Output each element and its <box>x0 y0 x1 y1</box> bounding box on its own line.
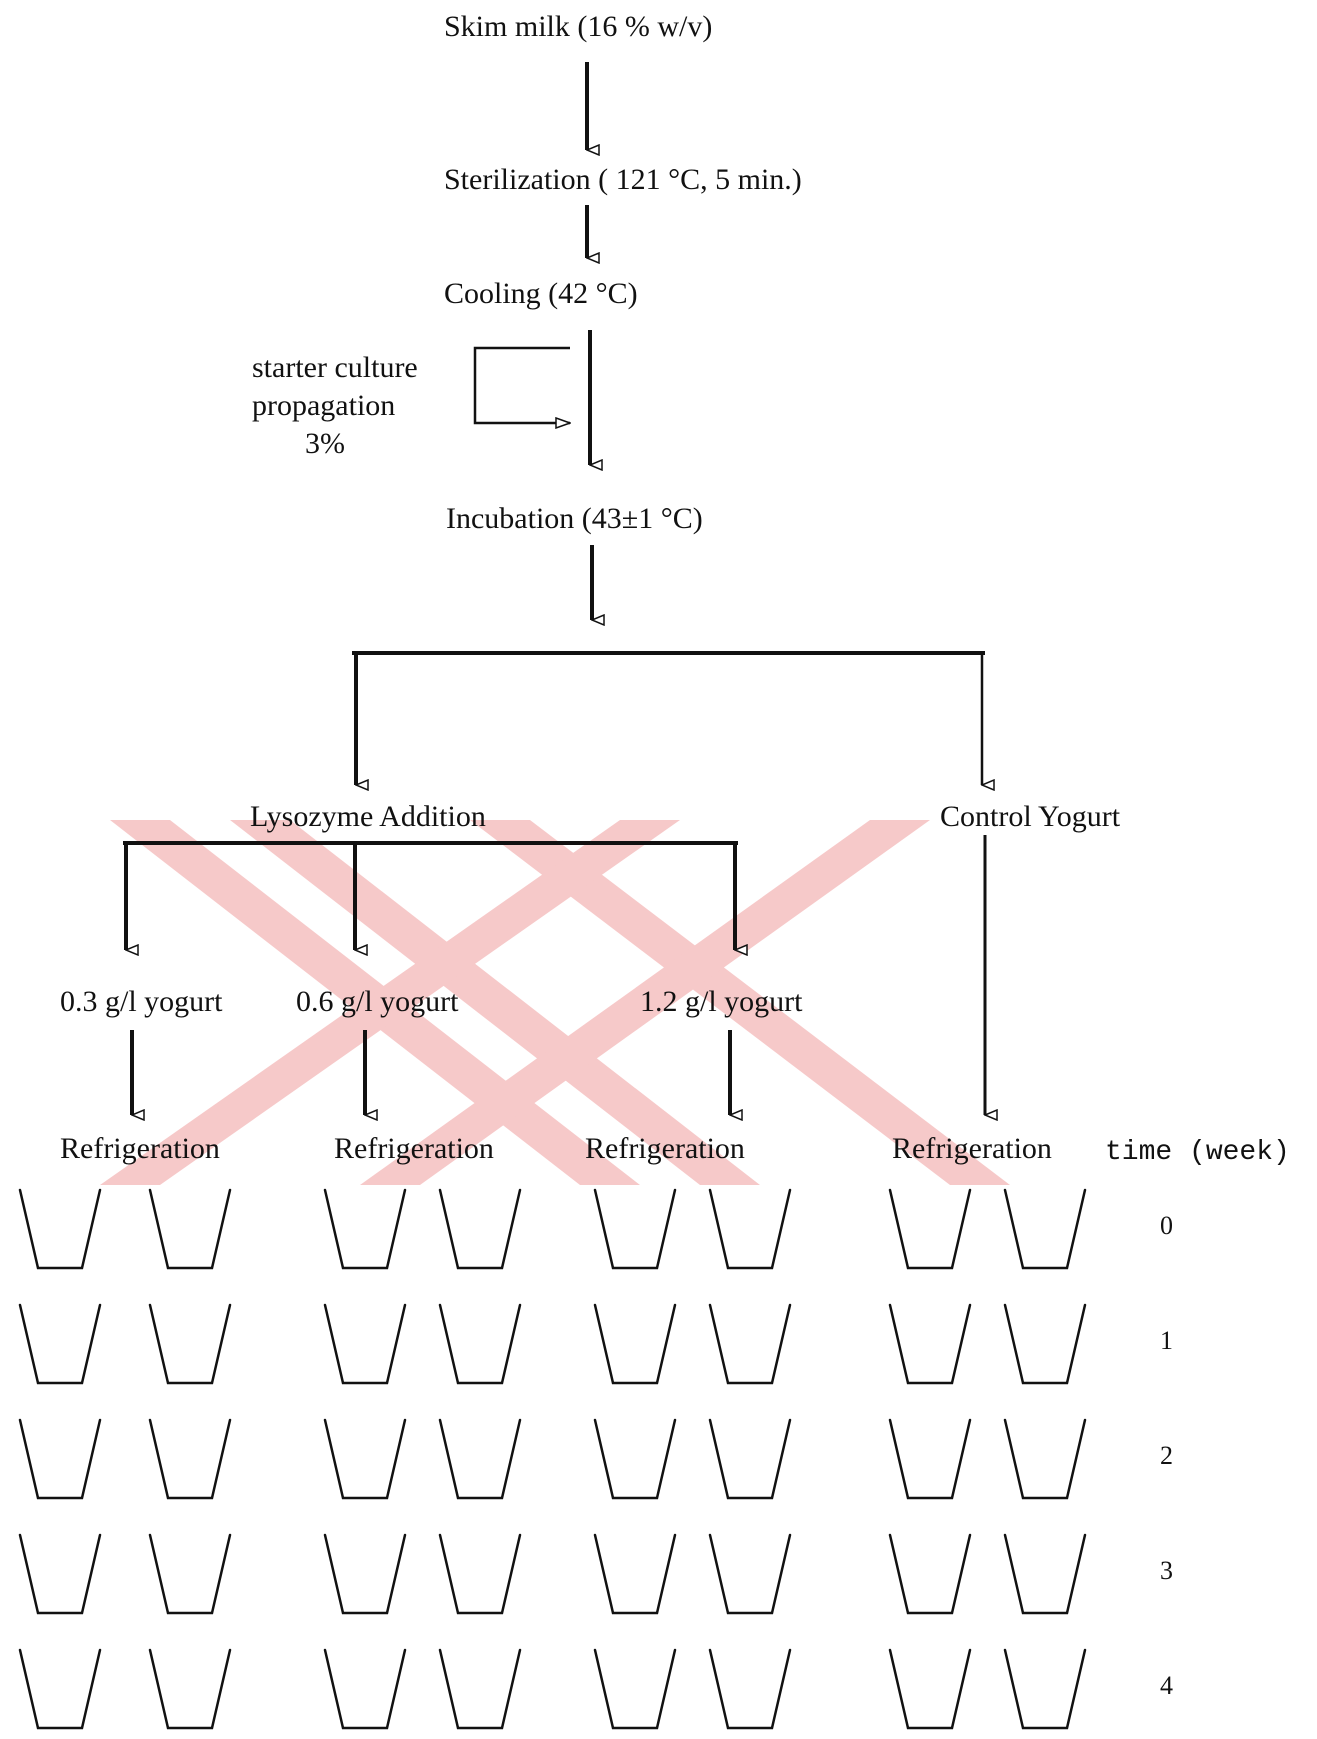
sample-cup-grid <box>20 1190 1085 1728</box>
sample-cup <box>20 1535 100 1613</box>
sample-cup <box>710 1535 790 1613</box>
sample-cup <box>710 1305 790 1383</box>
connector-lines <box>123 62 985 1115</box>
node-lysozyme-addition: Lysozyme Addition <box>250 800 486 833</box>
node-refrigeration-2: Refrigeration <box>334 1132 494 1165</box>
node-refrigeration-3: Refrigeration <box>585 1132 745 1165</box>
week-label: 0 <box>1160 1212 1173 1241</box>
sample-cup <box>890 1535 970 1613</box>
node-cooling: Cooling (42 °C) <box>444 277 638 310</box>
sample-cup <box>150 1190 230 1268</box>
node-dose-0-6: 0.6 g/l yogurt <box>296 985 459 1018</box>
node-control-yogurt: Control Yogurt <box>940 800 1120 833</box>
sample-cup <box>440 1535 520 1613</box>
node-refrigeration-1: Refrigeration <box>60 1132 220 1165</box>
node-dose-1-2: 1.2 g/l yogurt <box>640 985 803 1018</box>
sample-cup <box>440 1190 520 1268</box>
sample-cup <box>150 1535 230 1613</box>
week-label: 2 <box>1160 1442 1173 1471</box>
sample-cup <box>595 1190 675 1268</box>
node-refrigeration-4: Refrigeration <box>892 1132 1052 1165</box>
week-label: 3 <box>1160 1557 1173 1586</box>
node-skim-milk: Skim milk (16 % w/v) <box>444 10 712 43</box>
propagation-label: propagation <box>252 389 395 422</box>
sample-cup <box>1005 1420 1085 1498</box>
sample-cup <box>325 1535 405 1613</box>
sample-cup <box>325 1420 405 1498</box>
week-label: 1 <box>1160 1327 1173 1356</box>
sample-cup <box>325 1190 405 1268</box>
sample-cup <box>710 1420 790 1498</box>
sample-cup <box>595 1305 675 1383</box>
sample-cup <box>595 1650 675 1728</box>
sample-cup <box>440 1650 520 1728</box>
sample-cup <box>890 1190 970 1268</box>
sample-cup <box>325 1650 405 1728</box>
sample-cup <box>150 1420 230 1498</box>
starter-culture-label: starter culture <box>252 351 418 384</box>
node-incubation: Incubation (43±1 °C) <box>446 502 703 535</box>
sample-cup <box>710 1650 790 1728</box>
sample-cup <box>20 1650 100 1728</box>
sample-cup <box>20 1420 100 1498</box>
sample-cup <box>595 1420 675 1498</box>
week-label: 4 <box>1160 1672 1173 1701</box>
watermark-logo <box>100 820 1010 1185</box>
sample-cup <box>890 1305 970 1383</box>
sample-cup <box>595 1535 675 1613</box>
sample-cup <box>150 1305 230 1383</box>
sample-cup <box>440 1420 520 1498</box>
sample-cup <box>440 1305 520 1383</box>
sample-cup <box>1005 1305 1085 1383</box>
node-sterilization: Sterilization ( 121 °C, 5 min.) <box>444 163 802 196</box>
sample-cup <box>1005 1535 1085 1613</box>
time-axis-label: time (week) <box>1105 1138 1290 1169</box>
sample-cup <box>20 1190 100 1268</box>
sample-cup <box>150 1650 230 1728</box>
sample-cup <box>1005 1650 1085 1728</box>
sample-cup <box>1005 1190 1085 1268</box>
node-dose-0-3: 0.3 g/l yogurt <box>60 985 223 1018</box>
sample-cup <box>890 1420 970 1498</box>
sample-cup <box>710 1190 790 1268</box>
sample-cup <box>890 1650 970 1728</box>
sample-cup <box>325 1305 405 1383</box>
sample-cup <box>20 1305 100 1383</box>
starter-percent-label: 3% <box>305 427 345 460</box>
